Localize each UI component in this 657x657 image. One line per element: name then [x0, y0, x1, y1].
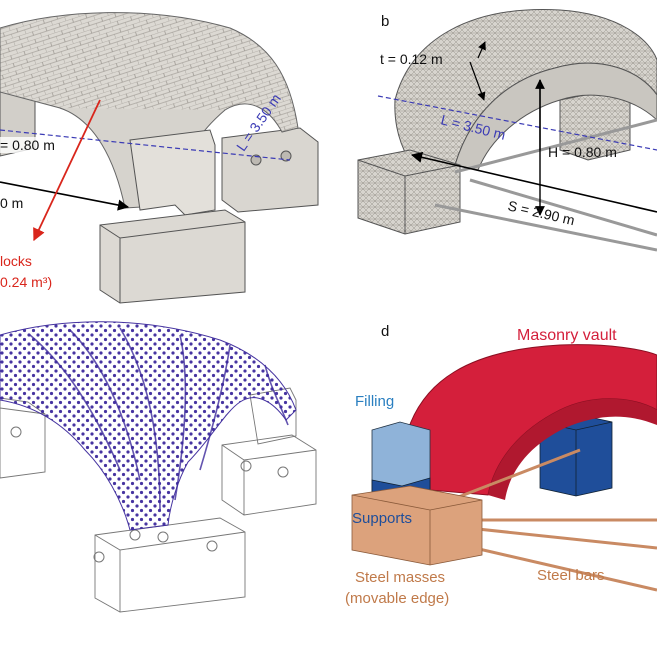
particle-strand — [69, 329, 141, 481]
panel-label-b: b — [381, 13, 389, 30]
anchor-hole — [206, 540, 218, 552]
support-block-front — [357, 149, 461, 235]
panel-c — [0, 321, 317, 613]
particle-strand — [264, 364, 289, 426]
steel-bars-label: Steel bars — [537, 567, 605, 584]
thickness-arrow — [469, 61, 486, 101]
anchor-hole — [10, 426, 22, 438]
thickness-arrow-up — [477, 41, 486, 59]
particle-strand — [119, 327, 161, 511]
particle-strand — [174, 334, 187, 501]
anchor-hole — [240, 460, 252, 472]
supports-label: Supports — [352, 510, 412, 527]
dimension-line-l — [377, 95, 657, 151]
wire-box-front — [94, 517, 246, 613]
steel-mass — [351, 485, 483, 566]
support-block-front — [99, 209, 246, 304]
masonry-vault-inner — [488, 398, 657, 500]
span-label: 0 m — [0, 195, 23, 211]
support-block-back-right — [221, 127, 319, 213]
vault-label: Masonry vault — [517, 327, 617, 344]
vault-inner — [454, 62, 657, 171]
height-label: H = 0.80 m — [548, 144, 617, 160]
height-label: = 0.80 m — [0, 137, 55, 153]
panel-b: b t = 0.12 m L = 3.50 m H = 0.80 m S = 2… — [357, 9, 657, 252]
panel-label-d: d — [381, 323, 389, 340]
anchor-hole — [277, 466, 289, 478]
particle-strand — [199, 344, 231, 471]
pier-front — [129, 129, 216, 216]
particle-strand — [29, 334, 121, 471]
blocks-label-line2: 0.24 m³) — [0, 274, 52, 290]
wire-box-right — [221, 434, 317, 516]
tie-bar — [469, 178, 657, 237]
panel-a: = 0.80 m L = 3.50 m 0 m locks 0.24 m³) — [0, 12, 319, 304]
filling-label: Filling — [355, 393, 394, 410]
anchor-hole — [157, 531, 169, 543]
panel-d: d Masonry vault Filling Supports Steel m… — [345, 323, 657, 607]
anchor-hole — [129, 529, 141, 541]
anchor-hole — [280, 150, 292, 162]
masonry-vault — [403, 344, 657, 496]
span-arrow — [0, 181, 130, 211]
steel-masses-label-line2: (movable edge) — [345, 590, 449, 607]
blocks-pointer-arrow — [33, 99, 101, 242]
span-arrow — [410, 151, 657, 213]
tie-bar — [454, 118, 657, 174]
blocks-label-line1: locks — [0, 253, 32, 269]
steel-masses-label-line1: Steel masses — [355, 569, 445, 586]
particle-vault — [0, 321, 297, 531]
anchor-hole — [250, 154, 262, 166]
tie-bar — [434, 203, 657, 252]
thickness-label: t = 0.12 m — [380, 51, 443, 67]
anchor-hole — [93, 551, 105, 563]
dimension-line-l — [0, 129, 291, 161]
